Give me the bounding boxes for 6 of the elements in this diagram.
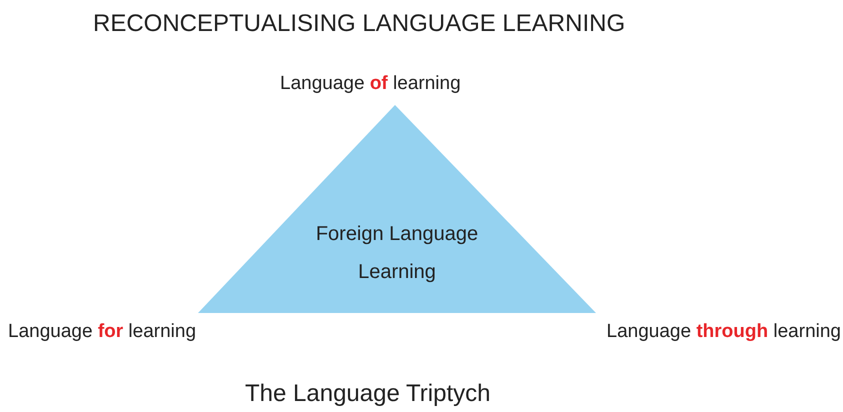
- triangle-label: Foreign Language Learning: [314, 222, 480, 285]
- corner-label: Language through learning: [606, 321, 841, 343]
- caption: The Language Triptych: [245, 380, 490, 408]
- corner-label: Language for learning: [8, 321, 196, 343]
- title: RECONCEPTUALISING LANGUAGE LEARNING: [93, 10, 626, 38]
- corner-label: Language of learning: [280, 73, 461, 95]
